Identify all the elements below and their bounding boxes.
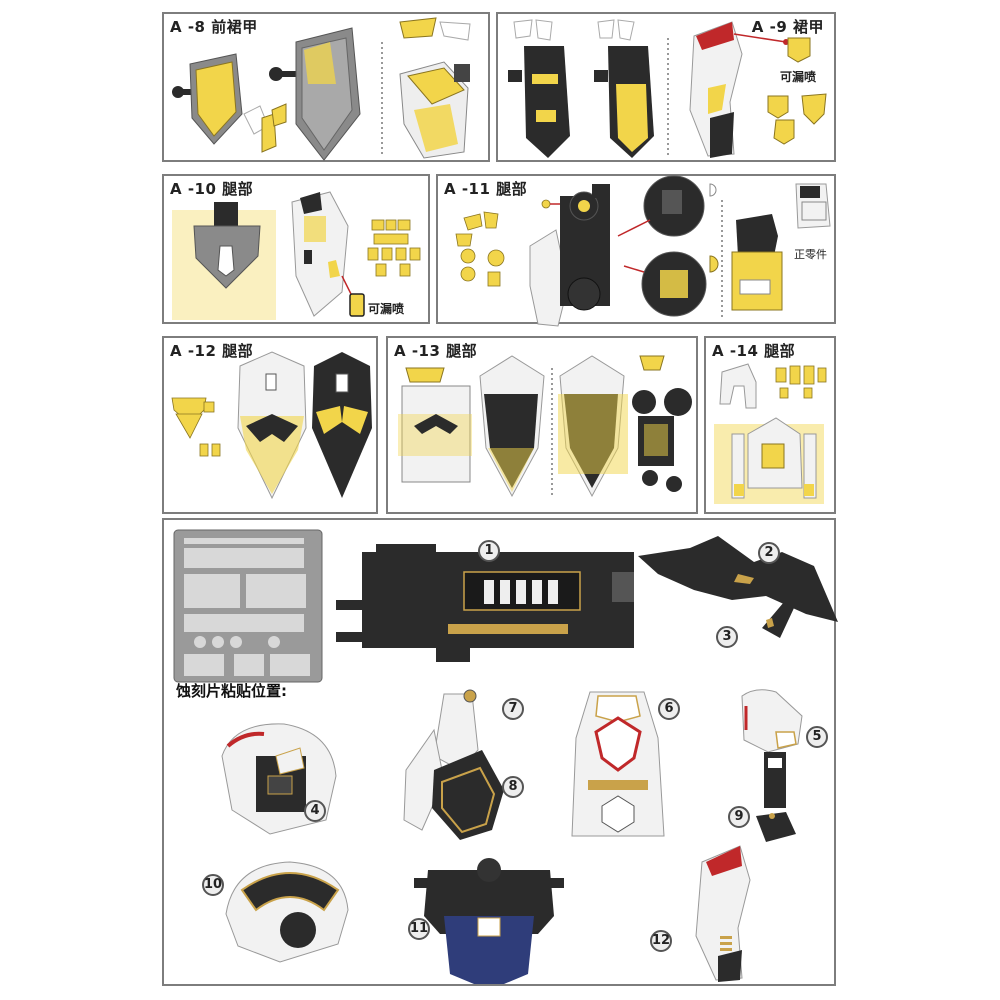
spray-note: 可漏喷 <box>780 70 817 84</box>
panel-title: A -13 腿部 <box>394 342 478 360</box>
panel-title: A -9 裙甲 <box>751 18 824 36</box>
rifle-illustration <box>336 544 634 662</box>
callout-4: 4 <box>304 800 326 822</box>
panel-a12: A -12 腿部 <box>162 336 378 514</box>
leg-detail-illustration <box>455 175 831 327</box>
backpack-illustration <box>414 858 564 984</box>
panel-title: A -8 前裙甲 <box>170 18 258 36</box>
callout-9: 9 <box>728 806 750 828</box>
panel-title: A -10 腿部 <box>170 180 254 198</box>
figure-shield-illustration <box>403 689 504 840</box>
panel-a10: A -10 腿部 可漏喷 <box>162 174 430 324</box>
front-skirt-armor-illustration <box>172 17 471 161</box>
panel-a8: A -8 前裙甲 <box>162 12 490 162</box>
panel-a11: A -11 腿部 正零件 <box>436 174 836 327</box>
callout-3: 3 <box>716 626 738 648</box>
panel-a13: A -13 腿部 <box>386 336 698 514</box>
etch-position-caption: 蚀刻片粘贴位置: <box>176 682 287 700</box>
panel-etch-positions: 蚀刻片粘贴位置: 1 2 3 4 <box>162 518 838 986</box>
arm-illustration <box>741 689 803 842</box>
callout-12: 12 <box>650 930 672 952</box>
skirt-armor-illustration <box>508 19 827 158</box>
callout-6: 6 <box>658 698 680 720</box>
front-part-note: 正零件 <box>794 248 827 261</box>
callout-5: 5 <box>806 726 828 748</box>
callout-7: 7 <box>502 698 524 720</box>
jet-illustration <box>638 536 838 638</box>
spray-note: 可漏喷 <box>368 302 405 316</box>
leg-internal-illustration <box>398 355 692 498</box>
photo-etch-sheet <box>173 529 323 683</box>
callout-8: 8 <box>502 776 524 798</box>
callout-1: 1 <box>478 540 500 562</box>
panel-a9: A -9 裙甲 可漏喷 <box>496 12 836 162</box>
head-illustration <box>225 861 349 963</box>
leg-plate-illustration <box>171 351 372 500</box>
torso-left-illustration <box>221 723 337 835</box>
panel-title: A -14 腿部 <box>712 342 796 360</box>
callout-2: 2 <box>758 542 780 564</box>
leg-part-illustration <box>172 191 421 320</box>
leg-frame-illustration <box>714 363 827 504</box>
skirt-piece-illustration <box>695 845 751 982</box>
callout-10: 10 <box>202 874 224 896</box>
chest-illustration <box>571 691 665 837</box>
panel-title: A -12 腿部 <box>170 342 254 360</box>
panel-a14: A -14 腿部 <box>704 336 836 514</box>
panel-title: A -11 腿部 <box>444 180 528 198</box>
callout-11: 11 <box>408 918 430 940</box>
